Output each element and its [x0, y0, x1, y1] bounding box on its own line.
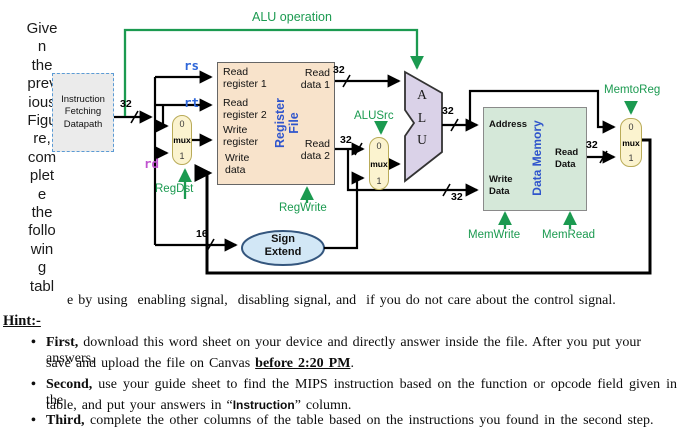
rf-write-data-label: Write data: [225, 152, 250, 176]
hint-heading: Hint:-: [3, 313, 41, 329]
bus16-immediate: 16: [196, 228, 208, 240]
wire-readdata2-to-dm-writedata: [346, 149, 479, 197]
bullet-text: download this word sheet on your device …: [46, 335, 647, 366]
rs-field-label: rs: [184, 58, 200, 73]
register-file-box: Read register 1 Read register 2 Write re…: [217, 62, 335, 185]
slash-instr: [130, 110, 139, 124]
bus32-dm-writedata: 32: [451, 191, 463, 203]
instruction-fetch-box: Instruction Fetching Datapath: [52, 73, 114, 152]
bus32-dm-readdata: 32: [586, 139, 598, 151]
slash-readdata2: [354, 142, 363, 156]
data-memory-title: Data Memory: [530, 120, 544, 196]
hint-bullet-first-line2: save and upload the file on Canvas befor…: [46, 356, 678, 372]
hint-bullet-first-line1: First, download this word sheet on your …: [46, 335, 678, 367]
slash-readdata1: [342, 74, 351, 88]
deadline-text: before 2:20 PM: [255, 356, 351, 371]
register-file-title: Register File: [273, 97, 301, 149]
mux-label: mux: [622, 137, 640, 148]
bus32-readdata1: 32: [333, 64, 345, 76]
mux-input-0: 0: [179, 119, 185, 129]
instruction-column-ref: Instruction: [232, 398, 295, 412]
alusrc-label: ALUSrc: [354, 110, 394, 122]
dm-write-data-label: Write Data: [489, 174, 513, 197]
mux-label: mux: [370, 158, 388, 169]
regwrite-label: RegWrite: [279, 202, 327, 214]
bullet-marker-2: •: [31, 377, 36, 392]
mux-input-1: 1: [376, 176, 382, 186]
bullet-text: table, and put your answers in “: [46, 398, 233, 413]
memtoreg-label: MemtoReg: [604, 84, 661, 96]
rt-field-label: rt: [184, 95, 200, 110]
question-text-column: Give n the prev ious Figu re, com plet e…: [26, 20, 58, 295]
mips-datapath-diagram: Instruction Fetching Datapath Read regis…: [52, 10, 661, 275]
bus32-readdata2: 32: [340, 134, 352, 146]
bullet-marker-1: •: [31, 335, 36, 350]
rf-read-data-2-label: Read data 2: [300, 138, 330, 162]
rf-write-register-label: Write register: [223, 124, 259, 148]
mux-label: mux: [173, 135, 191, 145]
mux-input-0: 0: [376, 141, 382, 151]
regdst-mux: 0 mux 1: [172, 115, 192, 165]
memread-label: MemRead: [542, 229, 596, 241]
mux-input-1: 1: [179, 151, 185, 161]
data-memory-box: Address Write Data Read Data Data Memory: [483, 107, 587, 211]
hint-bullet-third-line1: Third, complete the other columns of the…: [46, 413, 678, 428]
dm-read-data-label: Read Data: [555, 147, 579, 170]
hint-bullet-second-line2: table, and put your answers in “Instruct…: [46, 398, 678, 414]
wrapped-sentence-continuation: e by using enabling signal, disabling si…: [67, 293, 616, 308]
bullet-lead: First,: [46, 335, 79, 350]
memtoreg-mux: 0 mux 1: [620, 118, 642, 167]
memwrite-label: MemWrite: [468, 229, 521, 241]
bullet-lead: Third,: [46, 413, 85, 428]
rd-field-label: rd: [144, 156, 160, 171]
bullet-text: complete the other columns of the table …: [90, 413, 654, 428]
alu-operation-label: ALU operation: [252, 10, 332, 24]
bullet-text: ” column.: [294, 398, 352, 413]
bullet-text: save and upload the file on Canvas: [46, 356, 256, 371]
bus32-alu-result: 32: [442, 105, 454, 117]
rf-read-data-1-label: Read data 1: [300, 67, 330, 91]
bullet-marker-3: •: [31, 413, 36, 428]
rf-read-register-1-label: Read register 1: [223, 66, 267, 90]
wire-rt-to-mux0: [155, 105, 169, 133]
rf-read-register-2-label: Read register 2: [223, 97, 267, 121]
hint-bullet-second-line1: Second, use your guide sheet to find the…: [46, 377, 678, 409]
slash-aluout: [450, 118, 459, 132]
wire-signext-to-alusrc-mux: [324, 171, 365, 250]
bullet-lead: Second,: [46, 377, 93, 392]
dm-address-label: Address: [489, 119, 528, 130]
bullet-text: use your guide sheet to find the MIPS in…: [46, 377, 683, 408]
slash-dm-readdata: [599, 150, 608, 164]
bullet-text: .: [350, 356, 354, 371]
bus32-instruction: 32: [120, 98, 132, 110]
mux-input-0: 0: [628, 122, 634, 132]
slash-dm-writedata: [442, 183, 451, 197]
regdst-label: RegDst: [155, 183, 194, 195]
alusrc-mux: 0 mux 1: [369, 137, 389, 190]
mux-input-1: 1: [628, 153, 634, 163]
sign-extend-title: Sign Extend: [264, 233, 302, 258]
slash-signext: [206, 238, 215, 252]
alu-title: A L U: [417, 87, 427, 147]
